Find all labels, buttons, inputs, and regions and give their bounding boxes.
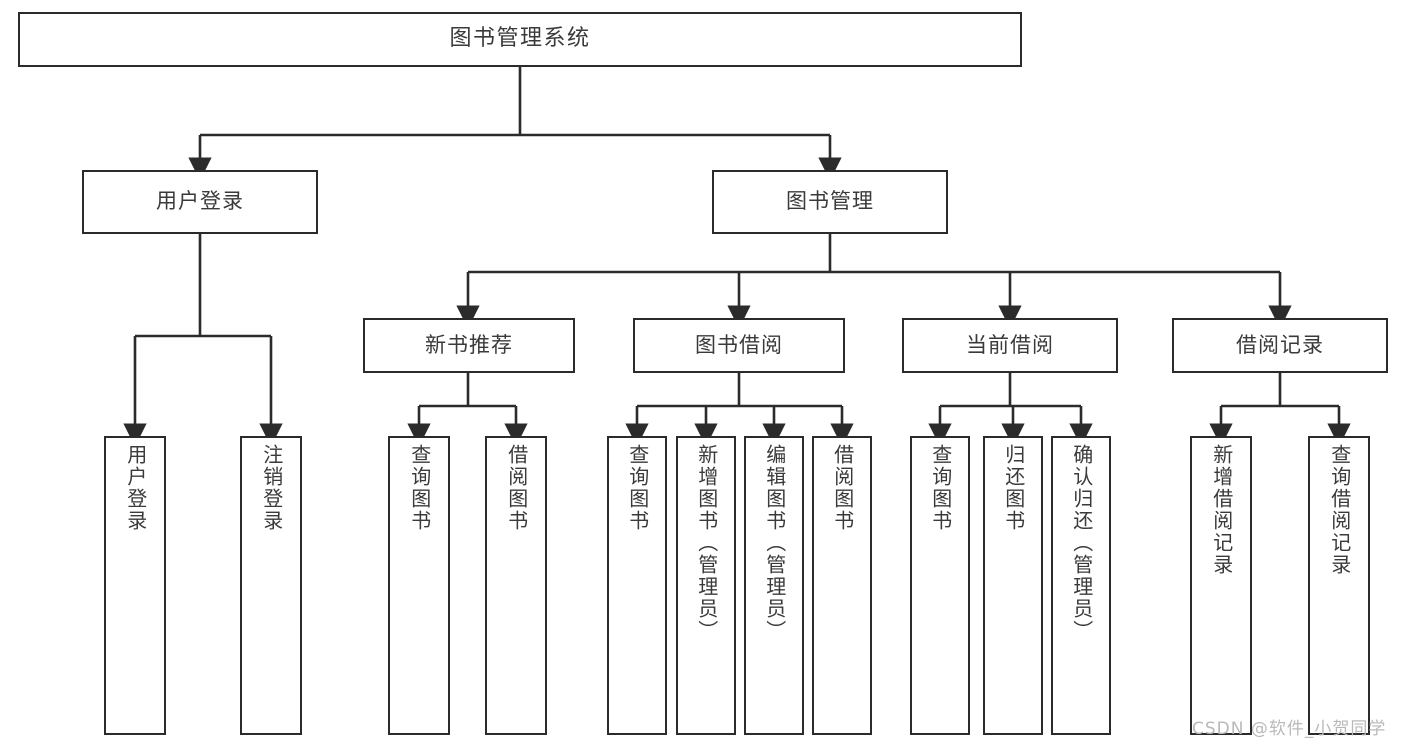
node-label: 借阅记录: [1236, 332, 1324, 357]
leaf-borrow-book-recommend[interactable]: 借阅图书: [485, 436, 547, 735]
node-new-book-recommend[interactable]: 新书推荐: [363, 318, 575, 373]
leaf-return-book[interactable]: 归还图书: [983, 436, 1043, 735]
leaf-query-book-borrow[interactable]: 查询图书: [607, 436, 667, 735]
node-current-borrow[interactable]: 当前借阅: [902, 318, 1118, 373]
node-label: 用户登录: [156, 189, 244, 214]
node-label: 借阅图书: [830, 444, 855, 532]
node-label: 新增借阅记录: [1209, 444, 1234, 576]
watermark-text: CSDN @软件_小贺同学: [1192, 719, 1387, 739]
node-label: 图书管理: [786, 189, 874, 214]
leaf-user-logout[interactable]: 注销登录: [240, 436, 302, 735]
node-label: 图书管理系统: [449, 26, 591, 52]
node-root[interactable]: 图书管理系统: [18, 12, 1022, 67]
node-book-management[interactable]: 图书管理: [712, 170, 948, 234]
node-label: 编辑图书（管理员）: [762, 444, 787, 642]
node-borrow-record[interactable]: 借阅记录: [1172, 318, 1388, 373]
node-label: 新书推荐: [425, 332, 513, 357]
node-label: 查询借阅记录: [1327, 444, 1352, 576]
node-label: 查询图书: [407, 444, 432, 532]
leaf-add-book-admin[interactable]: 新增图书（管理员）: [676, 436, 736, 735]
node-label: 借阅图书: [504, 444, 529, 532]
leaf-query-book-recommend[interactable]: 查询图书: [388, 436, 450, 735]
node-label: 确认归还（管理员）: [1069, 444, 1094, 642]
node-user-login[interactable]: 用户登录: [82, 170, 318, 234]
leaf-edit-book-admin[interactable]: 编辑图书（管理员）: [744, 436, 804, 735]
node-label: 用户登录: [123, 444, 148, 532]
node-label: 图书借阅: [695, 332, 783, 357]
leaf-query-borrow-record[interactable]: 查询借阅记录: [1308, 436, 1370, 735]
leaf-confirm-return-admin[interactable]: 确认归还（管理员）: [1051, 436, 1111, 735]
node-label: 归还图书: [1001, 444, 1026, 532]
node-label: 查询图书: [625, 444, 650, 532]
node-label: 查询图书: [928, 444, 953, 532]
node-label: 注销登录: [259, 444, 284, 532]
leaf-user-login[interactable]: 用户登录: [104, 436, 166, 735]
node-label: 新增图书（管理员）: [694, 444, 719, 642]
leaf-add-borrow-record[interactable]: 新增借阅记录: [1190, 436, 1252, 735]
node-label: 当前借阅: [966, 332, 1054, 357]
leaf-borrow-book[interactable]: 借阅图书: [812, 436, 872, 735]
leaf-query-book-current[interactable]: 查询图书: [910, 436, 970, 735]
node-book-borrow[interactable]: 图书借阅: [633, 318, 845, 373]
